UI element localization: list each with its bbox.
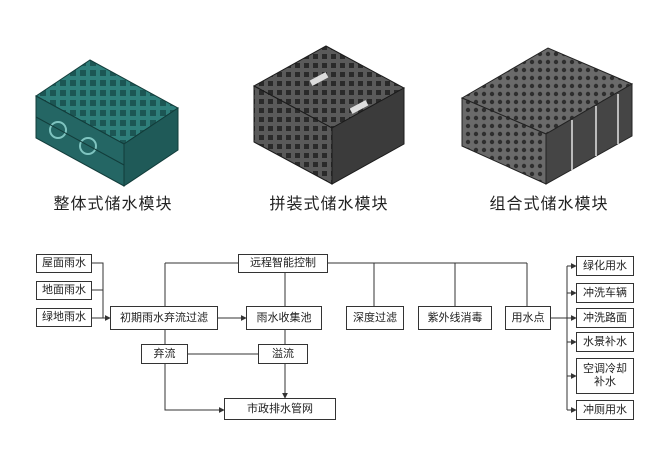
discard-flow: 弃流 <box>141 344 188 364</box>
source-ground-rainwater: 地面雨水 <box>36 281 92 300</box>
rainwater-collection-pool: 雨水收集池 <box>246 306 322 330</box>
integral-module-image <box>35 59 179 187</box>
module-caption-assembled: 拼装式储水模块 <box>269 194 389 213</box>
assembled-module-image <box>252 45 406 185</box>
uv-disinfection: 紫外线消毒 <box>418 306 492 330</box>
municipal-drainage-network: 市政排水管网 <box>224 398 336 420</box>
source-greenland-rainwater: 绿地雨水 <box>36 308 92 327</box>
source-roof-rainwater: 屋面雨水 <box>36 254 92 273</box>
use-greening-water: 绿化用水 <box>576 256 634 276</box>
water-point: 用水点 <box>505 306 551 330</box>
use-vehicle-washing: 冲洗车辆 <box>576 283 634 303</box>
use-landscape-replenish: 水景补水 <box>576 332 634 352</box>
initial-rainwater-filter: 初期雨水弃流过滤 <box>110 306 218 330</box>
module-caption-integral: 整体式储水模块 <box>53 194 173 213</box>
deep-filtration: 深度过滤 <box>346 306 404 330</box>
use-road-washing: 冲洗路面 <box>576 308 634 328</box>
use-ac-cooling-replenish: 空调冷却补水 <box>576 358 634 394</box>
use-toilet-flushing: 冲厕用水 <box>576 400 634 420</box>
combined-module-image <box>460 47 634 185</box>
module-caption-combined: 组合式储水模块 <box>489 194 609 213</box>
overflow: 溢流 <box>258 344 308 364</box>
remote-smart-control: 远程智能控制 <box>238 254 328 273</box>
